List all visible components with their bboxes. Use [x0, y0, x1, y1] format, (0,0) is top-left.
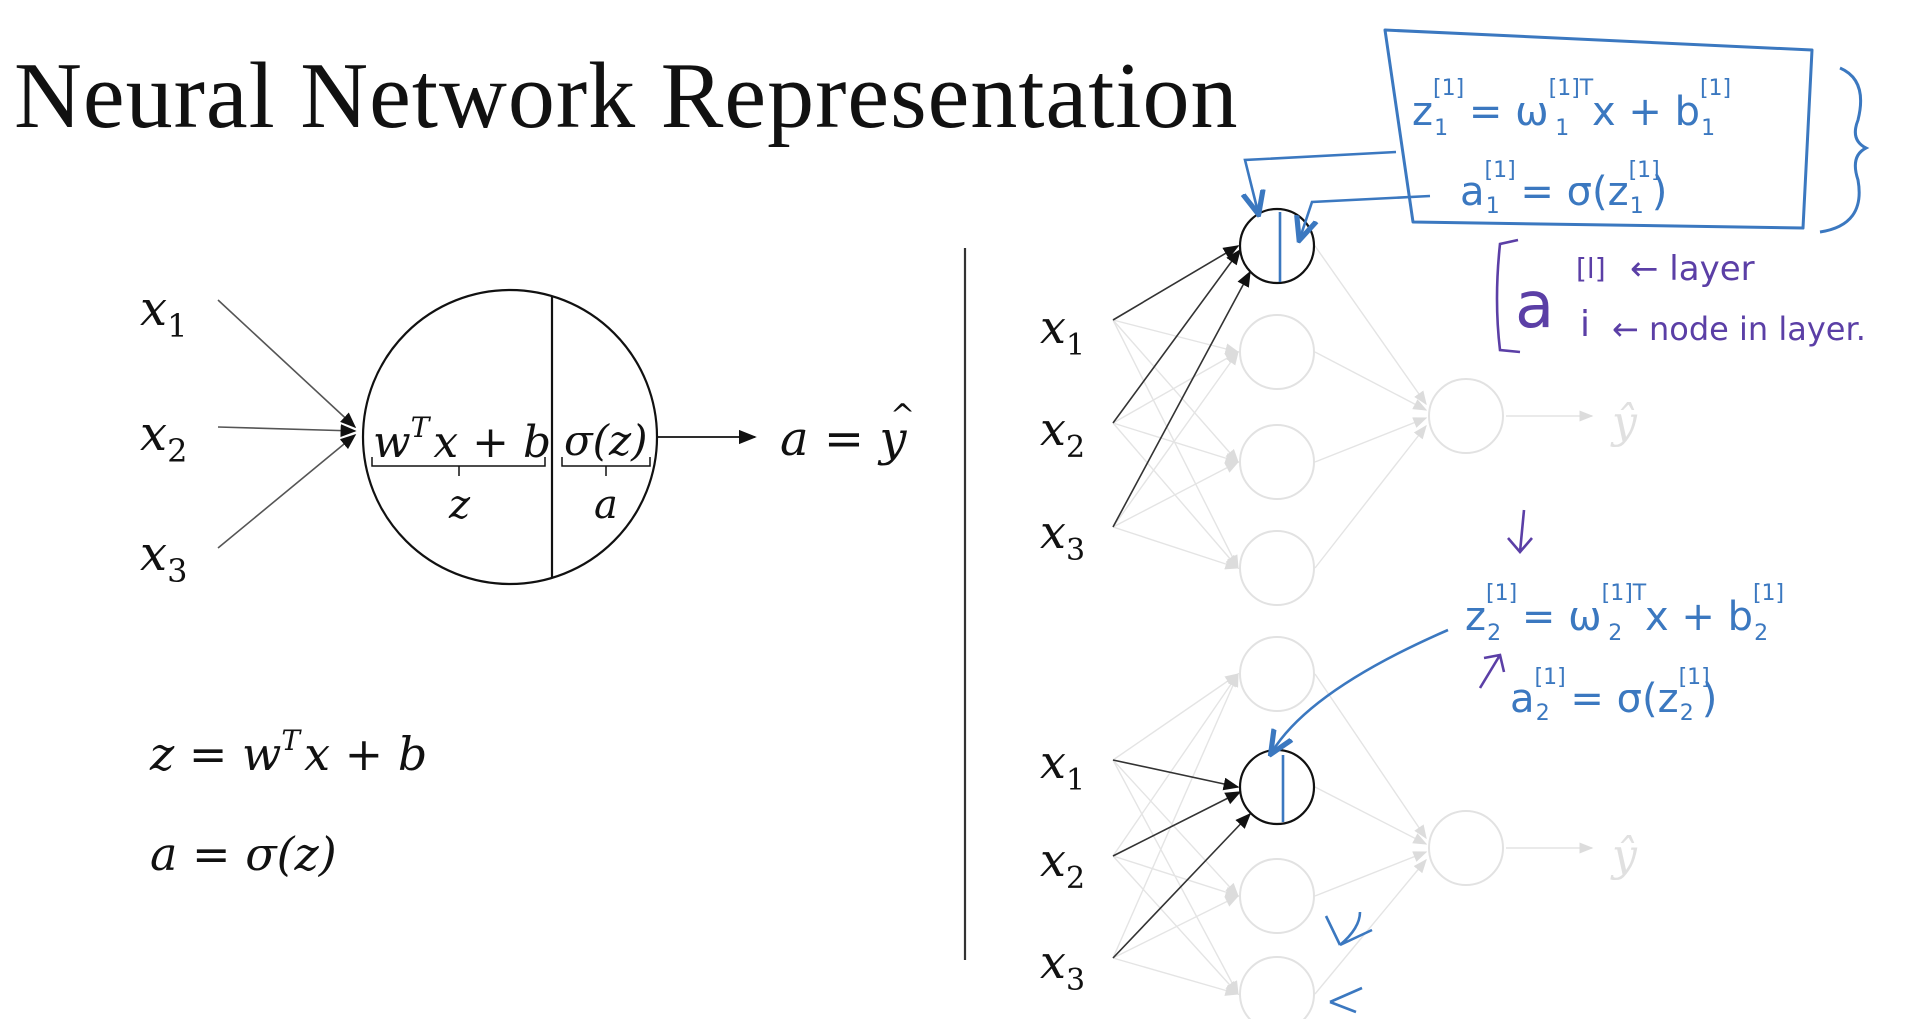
equation-a: a = σ(z) — [150, 827, 337, 881]
input-x1: x1 — [140, 281, 187, 345]
highlighted-node-2 — [1238, 748, 1316, 826]
annotation-arrow-2 — [1300, 194, 1431, 238]
network-bottom: ŷ x1 x2 x3 — [1040, 636, 1638, 1019]
brace-a — [561, 457, 651, 476]
network-top: ŷ x1 x2 x3 — [1040, 207, 1638, 606]
top-input-x3: x3 — [1040, 505, 1085, 568]
bottom-input-x2: x2 — [1040, 833, 1085, 896]
annotation-arrow-1 — [1245, 150, 1397, 212]
pointer-arrow-up — [1478, 653, 1506, 689]
equation-z: z = wTx + b — [149, 724, 427, 781]
neuron-linear-term: wTx + b — [373, 411, 551, 468]
small-arrow-1 — [1324, 911, 1373, 947]
box-equation-a1: a[1]1 = σ(z[1]1) — [1460, 158, 1667, 219]
small-arrow-2 — [1329, 986, 1363, 1014]
faded-nodes-bottom — [1239, 636, 1504, 1019]
bottom-input-x3: x3 — [1040, 935, 1085, 998]
top-input-x1: x1 — [1040, 300, 1085, 363]
top-input-x2: x2 — [1040, 402, 1085, 465]
highlight-edges-top — [1112, 245, 1251, 528]
legend-node-text: ← node in layer. — [1612, 310, 1866, 348]
input-edge-1 — [217, 299, 357, 429]
highlight-edges-bottom — [1112, 759, 1252, 959]
faded-edges-top — [1112, 245, 1594, 570]
equation-a2: a[1]2 = σ(z[1]2) — [1510, 665, 1717, 726]
annotation-brace — [1819, 66, 1870, 234]
brace-a-label: a — [594, 482, 618, 528]
input-edge-3 — [217, 433, 357, 549]
output-expression: a = y — [780, 411, 907, 467]
annotation-arrow-3 — [1272, 628, 1449, 752]
slide-title: Neural Network Representation — [14, 44, 1239, 148]
bottom-input-x1: x1 — [1040, 735, 1085, 798]
input-x2: x2 — [140, 406, 187, 470]
legend-subscript: i — [1580, 304, 1590, 345]
left-neuron-diagram: x1 x2 x3 wTx + b σ(z) z a a = y ^ z = wT… — [140, 281, 915, 881]
legend-bracket — [1495, 238, 1521, 354]
output-hat: ^ — [890, 398, 915, 433]
faded-output-bottom: ŷ — [1610, 830, 1638, 881]
neuron-activation-term: σ(z) — [564, 416, 648, 465]
neuron-circle — [361, 288, 659, 586]
pointer-arrow-down — [1507, 509, 1533, 554]
legend-a: a — [1515, 269, 1554, 343]
legend-superscript: [l] — [1576, 252, 1606, 285]
input-x3: x3 — [140, 526, 187, 590]
faded-output-top: ŷ — [1610, 397, 1638, 448]
legend-layer-text: ← layer — [1630, 249, 1755, 289]
faded-nodes-top — [1239, 314, 1504, 606]
brace-z-label: z — [448, 482, 471, 528]
annotation-box — [1383, 28, 1814, 230]
input-edge-2 — [217, 424, 357, 437]
brace-z — [371, 457, 546, 476]
faded-edges-bottom — [1112, 672, 1594, 996]
highlighted-node-1 — [1238, 207, 1316, 285]
